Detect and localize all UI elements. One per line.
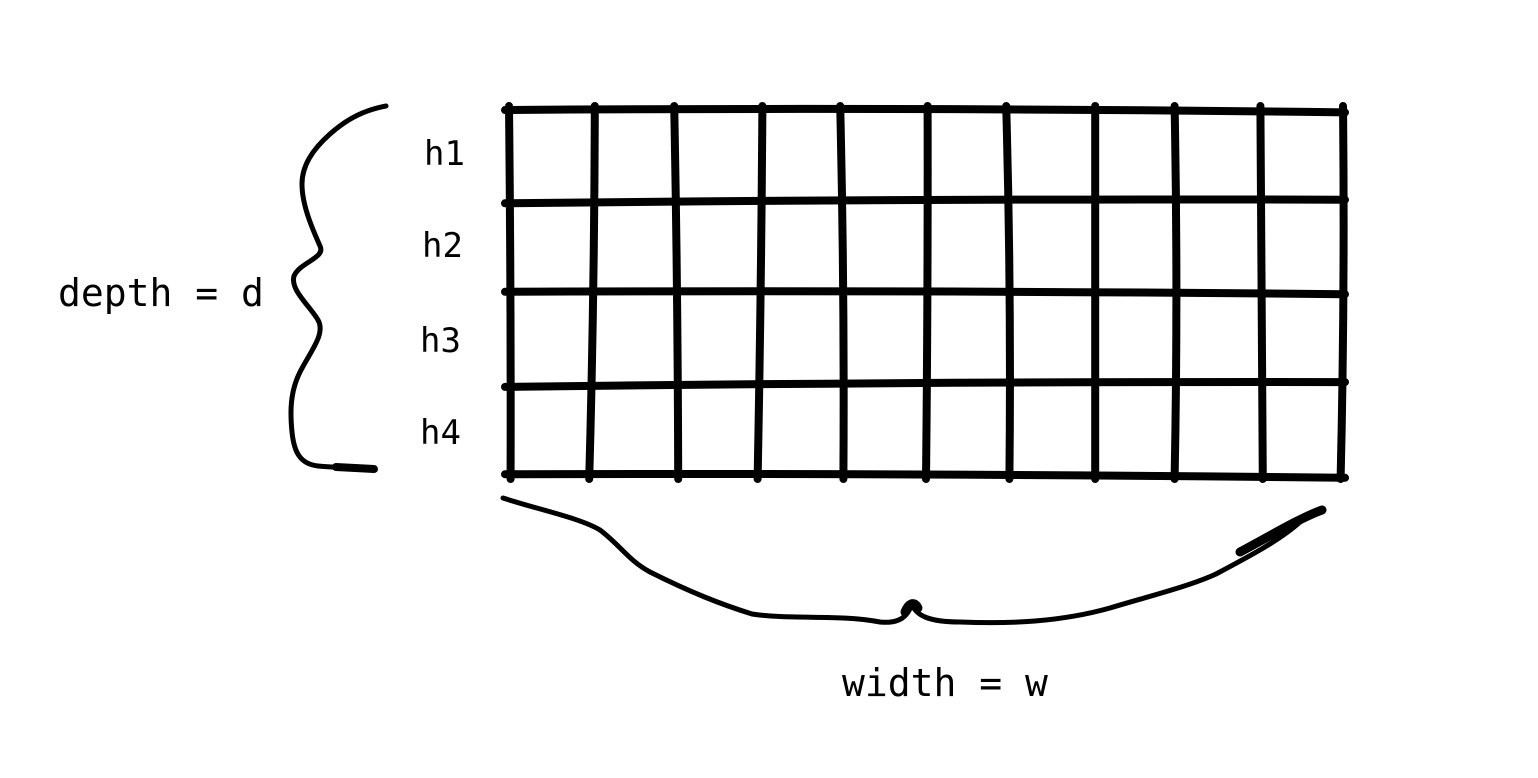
grid-column-line [585, 102, 599, 483]
depth-label: depth = d [58, 271, 264, 315]
row-label-h2: h2 [422, 226, 463, 266]
grid [501, 102, 1349, 483]
depth-brace [288, 103, 389, 471]
width-brace-tip [900, 599, 923, 617]
grid-column-line [670, 102, 683, 483]
grid-column-line [1256, 102, 1267, 483]
width-brace-thick [1235, 505, 1327, 557]
row-label-h4: h4 [420, 413, 461, 453]
grid-column-line [1336, 102, 1348, 483]
depth-brace-end [332, 463, 378, 473]
row-label-h3: h3 [420, 321, 461, 361]
width-label: width = w [842, 661, 1048, 705]
grid-column-line [505, 102, 515, 483]
grid-column-line [836, 102, 848, 483]
grid-column-line [1002, 102, 1014, 483]
grid-column-line [753, 102, 767, 483]
row-label-h1: h1 [424, 134, 465, 174]
grid-column-line [1170, 102, 1181, 483]
grid-column-line [922, 102, 932, 483]
